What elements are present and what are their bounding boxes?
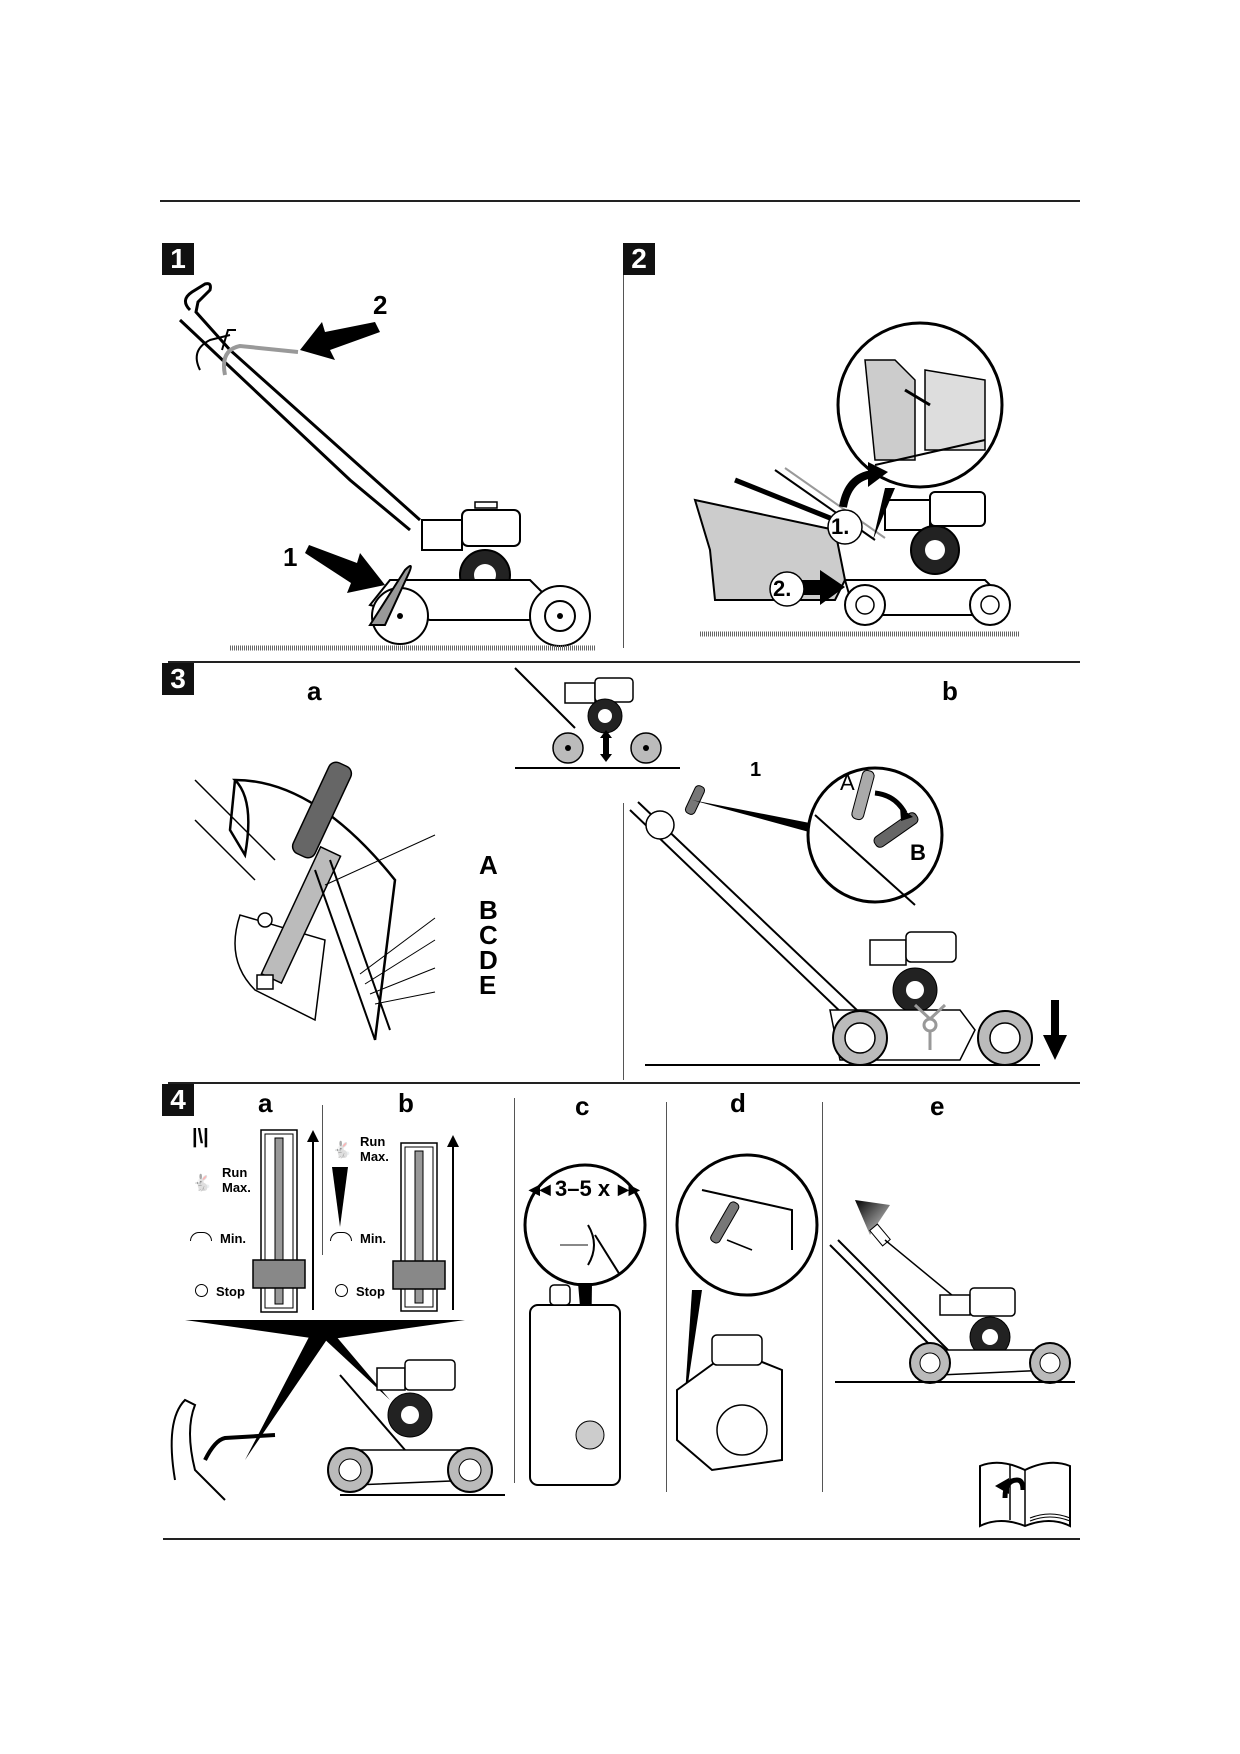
arrow-icon (300, 322, 380, 360)
depth-lever-illustration (194, 761, 436, 1041)
down-arrow-icon (1043, 1000, 1067, 1060)
notch-label: A (479, 850, 498, 880)
notch-label: C (479, 920, 498, 950)
section-number-badge: 1 (162, 243, 194, 275)
mower-height-illustration (514, 667, 680, 769)
callout-label: 1. (831, 514, 850, 539)
section-divider (322, 1105, 323, 1255)
primer-count-text: 3–5 x (555, 1176, 611, 1201)
throttle-run-label: Run (360, 1134, 386, 1149)
position-label: B (910, 840, 926, 865)
callout-circle (827, 509, 863, 545)
refer-to-manual-book-icon (979, 1461, 1071, 1528)
stop-icon (335, 1284, 348, 1297)
throttle-stop-label: Stop (356, 1284, 385, 1299)
callout-label: 1 (750, 759, 762, 781)
detail-magnifier (836, 321, 1004, 489)
speed-wedge-icon (332, 1167, 348, 1227)
rabbit-icon: 🐇 (192, 1175, 212, 1192)
subpanel-label: d (730, 1088, 746, 1118)
throttle-run-label: Run (222, 1165, 248, 1180)
arrow-icon (305, 545, 385, 593)
section-divider (666, 1102, 667, 1492)
mower-grassbag-illustration (693, 467, 1020, 637)
section-rule (168, 1082, 1080, 1084)
top-rule (160, 200, 1080, 202)
up-arrow-icon (447, 1135, 459, 1310)
pull-start-illustration (829, 1200, 1075, 1384)
choke-symbol: |\| (192, 1126, 209, 1148)
position-label: A (840, 770, 855, 795)
handle-throttle-illustration (170, 1320, 505, 1501)
stop-icon (195, 1284, 208, 1297)
up-arrow-icon (307, 1130, 319, 1310)
section-divider (623, 250, 624, 648)
subpanel-label: c (575, 1091, 590, 1121)
mower-unfold-illustration (178, 282, 595, 651)
callout-label: 1 (283, 542, 298, 572)
left-arrows-icon: ◀◀ (529, 1181, 551, 1197)
subpanel-label: e (930, 1091, 945, 1121)
section-number-badge: 4 (162, 1084, 194, 1116)
primer-magnifier (523, 1163, 647, 1486)
turtle-icon (330, 1232, 352, 1241)
section-divider (623, 803, 624, 1080)
turtle-icon (190, 1232, 212, 1241)
notch-label: B (479, 895, 498, 925)
throttle-max-label: Max. (360, 1149, 389, 1164)
throttle-min-label: Min. (360, 1231, 386, 1246)
section-divider (822, 1102, 823, 1492)
arrow-icon (785, 570, 845, 605)
rabbit-icon: 🐇 (332, 1142, 352, 1159)
right-arrows-icon: ▶▶ (618, 1181, 640, 1197)
callout-label: 2. (773, 576, 792, 601)
throttle-stop-label: Stop (216, 1284, 245, 1299)
detail-magnifier (806, 766, 944, 906)
subpanel-label: a (258, 1088, 273, 1118)
callout-circle (769, 571, 805, 607)
curved-arrow-icon (839, 462, 888, 508)
lower-rotor-illustration (629, 785, 1040, 1066)
section-number-badge: 2 (623, 243, 655, 275)
subpanel-label: b (398, 1088, 414, 1118)
section-rule (168, 661, 1080, 663)
throttle-max-label: Max. (222, 1180, 251, 1195)
choke-magnifier (675, 1153, 819, 1472)
throttle-slider[interactable] (252, 1129, 313, 1320)
throttle-min-label: Min. (220, 1231, 246, 1246)
subpanel-label: a (307, 676, 322, 706)
bottom-rule (163, 1538, 1080, 1540)
section-divider (514, 1098, 515, 1483)
subpanel-label: b (942, 676, 958, 706)
callout-label: 2 (373, 290, 388, 320)
throttle-slider[interactable] (392, 1142, 453, 1323)
notch-label: E (479, 970, 497, 1000)
notch-label: D (479, 945, 498, 975)
section-number-badge: 3 (162, 663, 194, 695)
